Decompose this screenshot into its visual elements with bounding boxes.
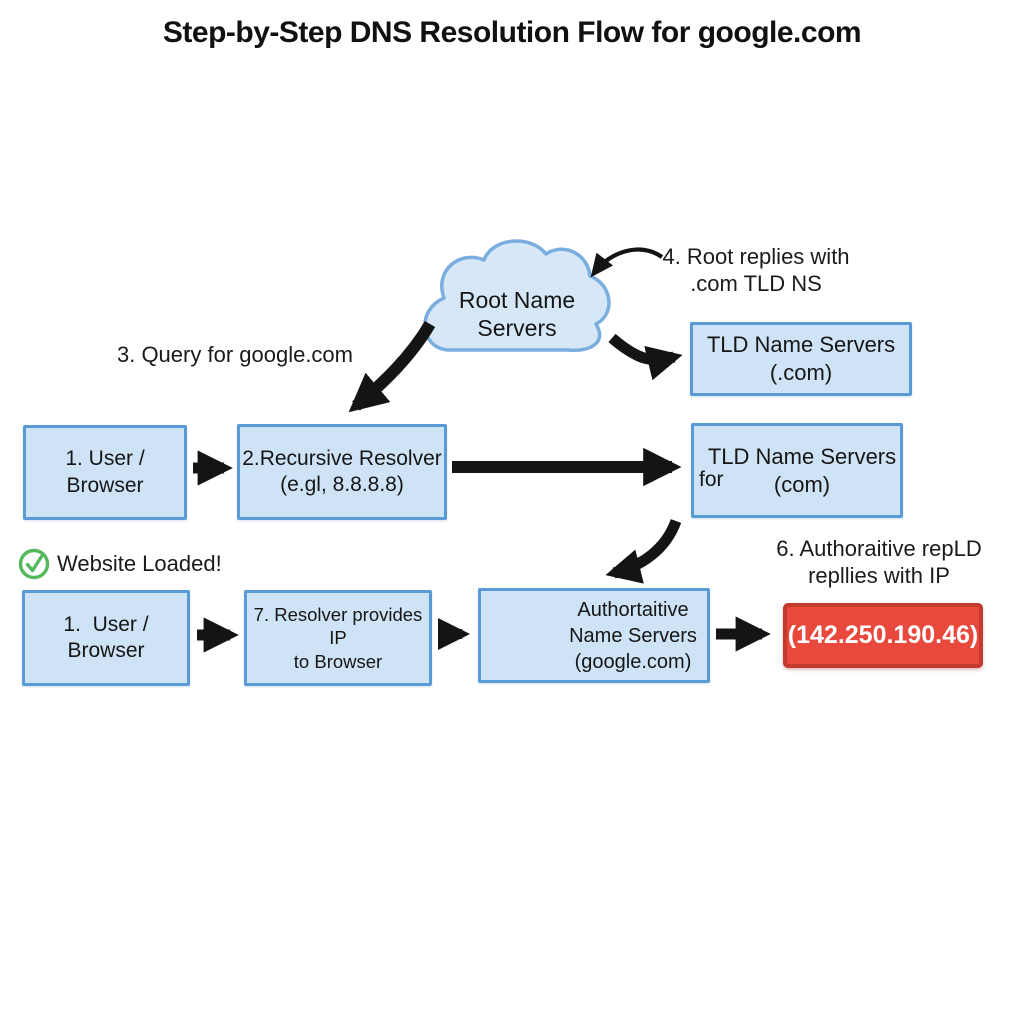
annotation-step3: 3. Query for google.com (116, 342, 353, 367)
website-loaded-label: Website Loaded! (57, 551, 222, 576)
annotation-step4-line2: .com TLD NS (690, 270, 822, 296)
box-label-line: (.com) (769, 360, 833, 385)
box-label-line: Name Servers (569, 624, 697, 647)
box-label-prefix: for (699, 468, 724, 491)
annotation-step6-line2: repllies with IP (808, 562, 950, 588)
box-user-browser-top: 1. User / Browser (23, 425, 187, 520)
annotation-step6-line1: 6. Authoraitive repLD (776, 536, 982, 561)
check-circle-icon (18, 548, 50, 580)
cloud-root-name-servers: Root Name Servers (447, 287, 587, 342)
arrow-root-reply (590, 247, 664, 278)
box-label-line: 7. Resolver provides IP (253, 604, 423, 649)
box-label-line: TLD Name Servers (706, 332, 896, 358)
box-label-line: TLD Name Servers (707, 443, 897, 469)
box-authoritative-name-servers: Authortaitive Name Servers (google.com) (478, 588, 710, 683)
box-tld-name-servers-com: TLD Name Servers (.com) (690, 322, 912, 396)
annotation-step4-line1: 4. Root replies with (662, 244, 850, 269)
arrow-cloud-to-tld (608, 333, 683, 381)
cloud-shape-icon (423, 239, 611, 353)
annotation-step6: 6. Authoraitive repLD repllies with IP (748, 536, 1010, 590)
box-label-line: Browser (66, 473, 144, 497)
box-label-line: to Browser (293, 650, 383, 672)
box-label-line: (google.com) (574, 650, 692, 673)
box-label-line: (com) (773, 471, 831, 497)
box-label-line: 1. User / (63, 612, 149, 636)
box-tld-name-servers-for-com: for TLD Name Servers (com) (691, 423, 903, 518)
box-label-line: 2.Recursive Resolver (242, 446, 442, 470)
page-title: Step-by-Step DNS Resolution Flow for goo… (162, 16, 862, 49)
box-recursive-resolver: 2.Recursive Resolver (e.gl, 8.8.8.8) (237, 424, 447, 520)
box-label-line: Browser (67, 639, 145, 662)
cloud-label-line1: Root Name (458, 287, 576, 313)
box-user-browser-bottom: 1. User / Browser (22, 590, 190, 686)
arrow-tld-to-authoritative (605, 518, 682, 584)
box-label-line: 1. User / (65, 447, 145, 471)
box-resolver-provides-ip: 7. Resolver provides IP to Browser (244, 590, 432, 686)
box-authoritative-text: Authortaitive Name Servers (google.com) (553, 591, 713, 680)
annotation-step4: 4. Root replies with .com TLD NS (641, 244, 871, 298)
box-label-line: Authortaitive (577, 598, 689, 621)
ip-result-box: (142.250.190.46) (783, 603, 983, 668)
arrow-query-to-resolver (348, 320, 436, 413)
box-label-line: (e.gl, 8.8.8.8) (280, 473, 404, 496)
cloud-label-line2: Servers (477, 314, 557, 341)
